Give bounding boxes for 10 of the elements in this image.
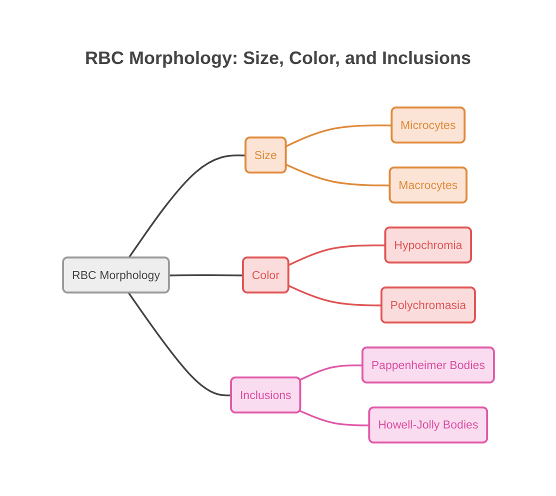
connector — [288, 285, 382, 306]
connector — [285, 164, 390, 186]
connector — [168, 274, 243, 276]
connector — [288, 244, 386, 266]
connector — [127, 154, 246, 258]
connector — [299, 364, 362, 381]
connector — [127, 292, 232, 396]
diagram-title: RBC Morphology: Size, Color, and Inclusions — [84, 48, 472, 69]
connector — [299, 410, 370, 426]
connector — [285, 124, 392, 148]
